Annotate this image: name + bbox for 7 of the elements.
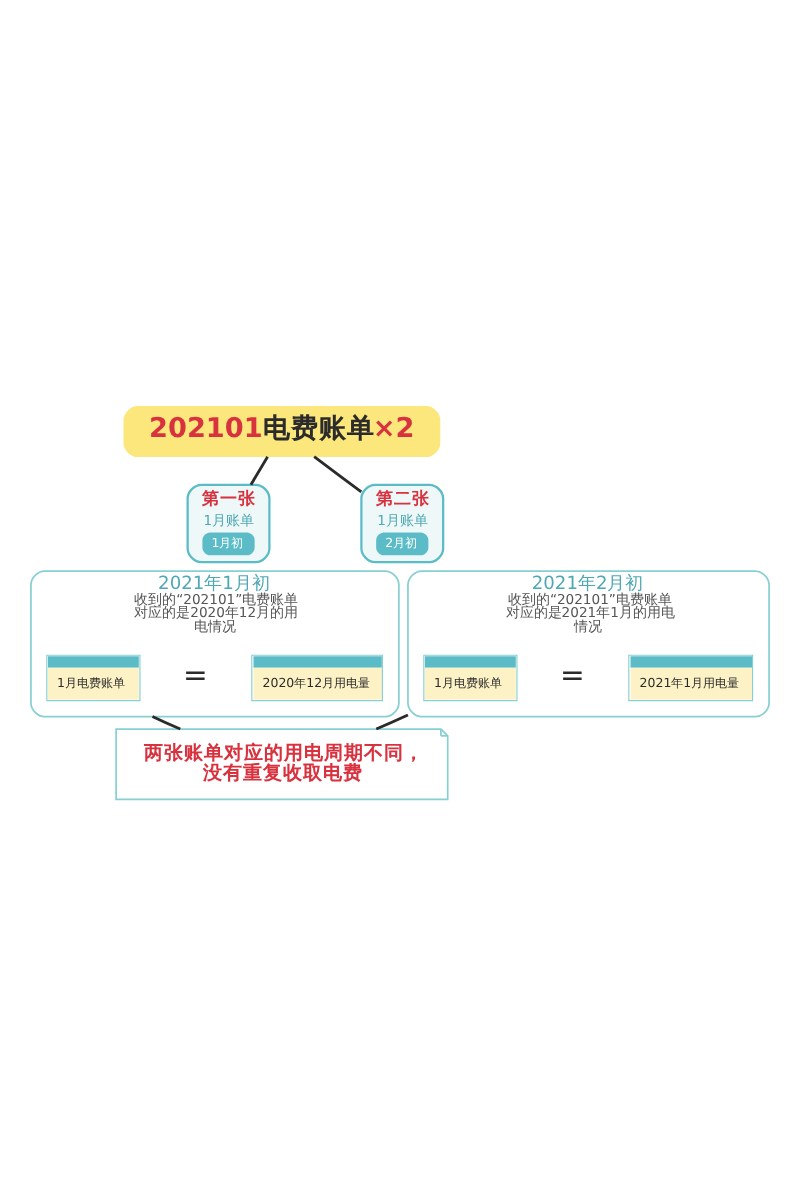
node-box: 202101电费账单×2 [123, 404, 441, 457]
connector [151, 714, 181, 730]
connector [375, 712, 409, 730]
label: = [183, 658, 208, 693]
connector [313, 454, 363, 492]
connector [249, 454, 269, 485]
label: = [560, 658, 585, 693]
